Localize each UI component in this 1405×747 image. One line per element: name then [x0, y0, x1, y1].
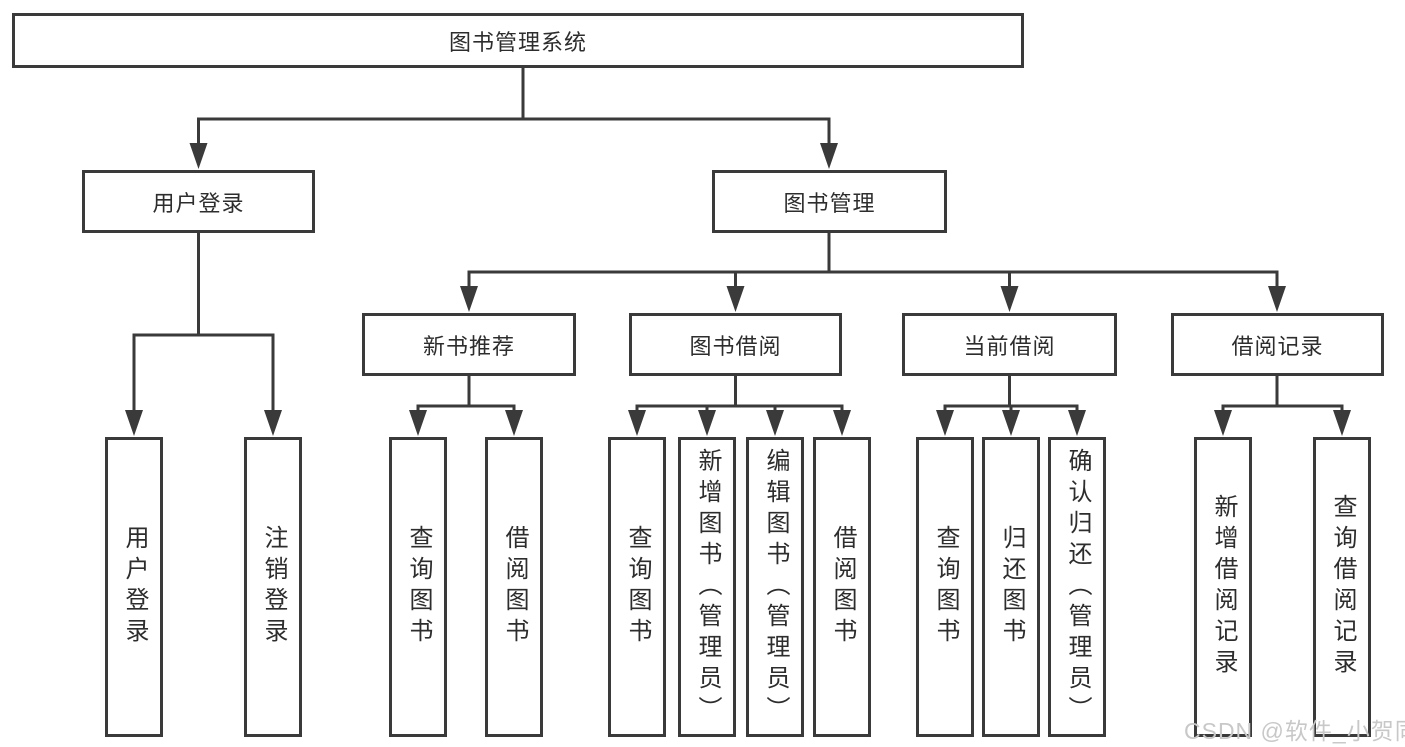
- leaf-current-query-books-label: 查询图书: [932, 525, 959, 649]
- node-current-borrowing: 当前借阅: [902, 313, 1117, 376]
- node-book-management: 图书管理: [712, 170, 947, 233]
- leaf-user-login: 用户登录: [105, 437, 163, 737]
- leaf-records-query-record: 查询借阅记录: [1313, 437, 1371, 737]
- leaf-borrowing-query-books-label: 查询图书: [624, 525, 651, 649]
- node-borrowing-records-label: 借阅记录: [1231, 333, 1324, 359]
- connector-arrowheads: [125, 143, 1351, 436]
- leaf-logout: 注销登录: [244, 437, 302, 737]
- leaf-borrowing-borrow-books-label: 借阅图书: [829, 525, 856, 649]
- node-borrowing-records: 借阅记录: [1171, 313, 1384, 376]
- node-root-label: 图书管理系统: [448, 29, 587, 55]
- leaf-current-confirm-return-admin-label: 确认归还（管理员）: [1064, 447, 1091, 727]
- leaf-user-login-label: 用户登录: [121, 525, 148, 649]
- csdn-watermark: CSDN @软件_小贺同学: [1184, 718, 1405, 744]
- leaf-borrowing-add-books-admin: 新增图书（管理员）: [678, 437, 736, 737]
- leaf-records-add-record: 新增借阅记录: [1194, 437, 1252, 737]
- node-current-borrowing-label: 当前借阅: [963, 333, 1056, 359]
- leaf-recommend-borrow-books: 借阅图书: [485, 437, 543, 737]
- leaf-recommend-borrow-books-label: 借阅图书: [501, 525, 528, 649]
- leaf-borrowing-add-books-admin-label: 新增图书（管理员）: [694, 447, 721, 727]
- leaf-logout-label: 注销登录: [260, 525, 287, 649]
- leaf-borrowing-borrow-books: 借阅图书: [813, 437, 871, 737]
- node-book-borrowing: 图书借阅: [629, 313, 842, 376]
- leaf-borrowing-query-books: 查询图书: [608, 437, 666, 737]
- node-user-login-group-label: 用户登录: [152, 190, 245, 216]
- leaf-recommend-query-books: 查询图书: [389, 437, 447, 737]
- node-root: 图书管理系统: [12, 13, 1024, 68]
- node-new-book-recommend: 新书推荐: [362, 313, 576, 376]
- leaf-current-return-books-label: 归还图书: [998, 525, 1025, 649]
- node-user-login-group: 用户登录: [82, 170, 315, 233]
- leaf-records-add-record-label: 新增借阅记录: [1210, 494, 1237, 680]
- leaf-recommend-query-books-label: 查询图书: [405, 525, 432, 649]
- node-book-management-label: 图书管理: [783, 190, 876, 216]
- leaf-borrowing-edit-books-admin: 编辑图书（管理员）: [746, 437, 804, 737]
- node-book-borrowing-label: 图书借阅: [689, 333, 782, 359]
- leaf-current-return-books: 归还图书: [982, 437, 1040, 737]
- leaf-current-query-books: 查询图书: [916, 437, 974, 737]
- leaf-current-confirm-return-admin: 确认归还（管理员）: [1048, 437, 1106, 737]
- node-new-book-recommend-label: 新书推荐: [422, 333, 515, 359]
- leaf-records-query-record-label: 查询借阅记录: [1329, 494, 1356, 680]
- leaf-borrowing-edit-books-admin-label: 编辑图书（管理员）: [762, 447, 789, 727]
